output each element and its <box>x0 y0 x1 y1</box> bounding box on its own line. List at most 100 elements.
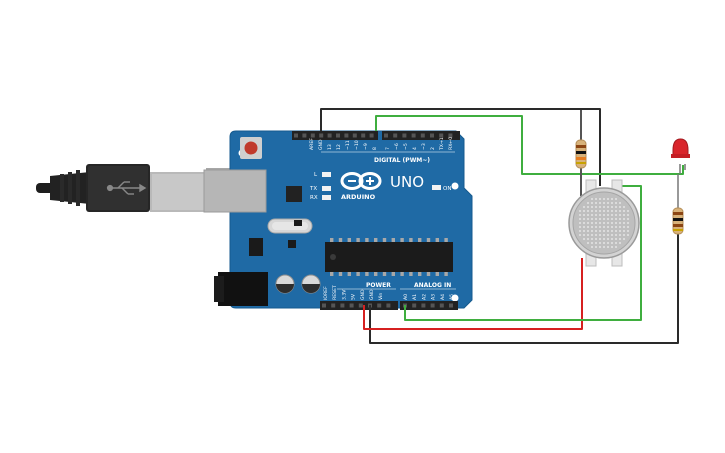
capacitor <box>275 274 295 294</box>
on-label: ON <box>443 186 451 192</box>
digital-pin-label: GND <box>318 139 324 150</box>
wire-pin8-led[interactable] <box>375 115 684 175</box>
header-pin-hole[interactable] <box>430 133 434 138</box>
header-pin-hole[interactable] <box>402 133 407 138</box>
power-pin-label: GND <box>360 289 366 300</box>
header-pin-hole[interactable] <box>384 133 388 138</box>
header-pin-hole[interactable] <box>358 303 363 308</box>
wire-gnd-led[interactable] <box>369 232 679 344</box>
arduino-uno-board[interactable]: L TX RX ON ARDUINO UNO DIGITAL (PWM~) PO… <box>203 130 473 310</box>
digital-pin-label: ~6 <box>394 143 400 150</box>
power-pin-label: GND <box>369 289 375 300</box>
wire-gnd-sensor[interactable] <box>320 108 601 186</box>
led-l <box>322 172 331 177</box>
reset-button[interactable] <box>240 137 262 159</box>
header-pin-hole[interactable] <box>327 133 332 138</box>
header-pin-hole[interactable] <box>319 133 324 138</box>
header-pin-hole[interactable] <box>294 133 298 138</box>
header-pin-hole[interactable] <box>302 133 307 138</box>
brand-label: ARDUINO <box>341 193 376 201</box>
header-pin-hole[interactable] <box>439 303 444 308</box>
power-pin-label: 5V <box>351 293 357 300</box>
capacitor <box>301 274 321 294</box>
power-pin-label: RESET <box>332 285 338 300</box>
led-rx <box>322 195 331 200</box>
header-pin-hole[interactable] <box>349 303 354 308</box>
header-pin-hole[interactable] <box>439 133 444 138</box>
usb-icon <box>106 181 147 195</box>
header-pin-hole[interactable] <box>393 133 398 138</box>
analog-pin-label: A1 <box>412 294 418 300</box>
digital-pin-label: AREF <box>309 138 315 150</box>
digital-header-label: DIGITAL (PWM~) <box>374 157 430 164</box>
model-label: UNO <box>390 173 424 191</box>
gas-sensor[interactable] <box>568 179 640 267</box>
crystal-oscillator <box>267 218 313 234</box>
digital-header[interactable] <box>292 131 460 140</box>
header-pin-hole[interactable] <box>448 133 453 138</box>
power-barrel-jack[interactable] <box>214 272 268 306</box>
header-pin-hole[interactable] <box>336 133 340 138</box>
resistor-led[interactable] <box>672 207 684 235</box>
header-pin-hole[interactable] <box>420 133 425 138</box>
wire-5v-sensor[interactable] <box>363 258 583 330</box>
led-tx-label: TX <box>309 186 317 192</box>
power-pin-label: IOREF <box>323 286 329 300</box>
header-pin-hole[interactable] <box>386 303 391 308</box>
digital-pin-label: 7 <box>385 147 391 150</box>
header-pin-hole[interactable] <box>411 133 416 138</box>
mounting-hole <box>451 182 459 190</box>
digital-pin-label: 8 <box>372 147 378 150</box>
header-pin-hole[interactable] <box>331 303 336 308</box>
analog-pin-label: A0 <box>403 294 409 300</box>
digital-pin-label: ~5 <box>403 143 409 150</box>
digital-pin-label: ~9 <box>363 143 369 150</box>
power-pin-label: 3.3V <box>341 289 347 300</box>
analog-label: ANALOG IN <box>414 282 451 289</box>
atmega-microcontroller <box>325 238 453 276</box>
header-pin-hole[interactable] <box>449 303 453 308</box>
header-pin-hole[interactable] <box>377 303 382 308</box>
led-tx <box>322 186 331 191</box>
digital-pin-label: 13 <box>327 144 333 150</box>
power-header[interactable] <box>320 301 458 310</box>
led-on <box>432 185 441 190</box>
digital-pin-label: 12 <box>336 144 342 150</box>
header-pin-hole[interactable] <box>352 133 357 138</box>
arduino-logo-icon <box>340 172 382 190</box>
header-pin-hole[interactable] <box>412 303 417 308</box>
header-pin-hole[interactable] <box>310 133 315 138</box>
analog-pin-label: A3 <box>431 294 437 300</box>
power-pin-label: Vin <box>378 293 384 300</box>
resistor-sensor[interactable] <box>575 139 587 169</box>
voltage-regulator <box>249 238 263 256</box>
power-label: POWER <box>366 282 391 289</box>
led-rx-label: RX <box>310 195 318 201</box>
wire-a0-sensor[interactable] <box>404 185 642 321</box>
header-pin-hole[interactable] <box>344 133 349 138</box>
led-l-label: L <box>314 172 318 178</box>
mounting-hole <box>451 294 459 302</box>
digital-pin-label: TX→1 <box>439 137 445 151</box>
digital-pin-label: ~3 <box>421 143 427 150</box>
digital-pin-label: 2 <box>430 147 436 150</box>
analog-pin-label: A5 <box>449 294 455 300</box>
header-pin-hole[interactable] <box>430 303 435 308</box>
header-pin-hole[interactable] <box>421 303 426 308</box>
red-led[interactable] <box>671 138 690 210</box>
header-pin-hole[interactable] <box>361 133 366 138</box>
digital-pin-label: RX←0 <box>448 137 454 150</box>
smd-chip <box>288 240 296 248</box>
analog-pin-label: A4 <box>440 294 446 300</box>
digital-pin-label: ~11 <box>345 140 351 150</box>
header-pin-hole[interactable] <box>369 133 374 138</box>
header-pin-hole[interactable] <box>322 303 326 308</box>
digital-pin-label: 4 <box>412 147 418 150</box>
sensor-mesh <box>579 198 629 248</box>
header-pin-hole[interactable] <box>340 303 345 308</box>
digital-pin-label: ~10 <box>354 140 360 150</box>
